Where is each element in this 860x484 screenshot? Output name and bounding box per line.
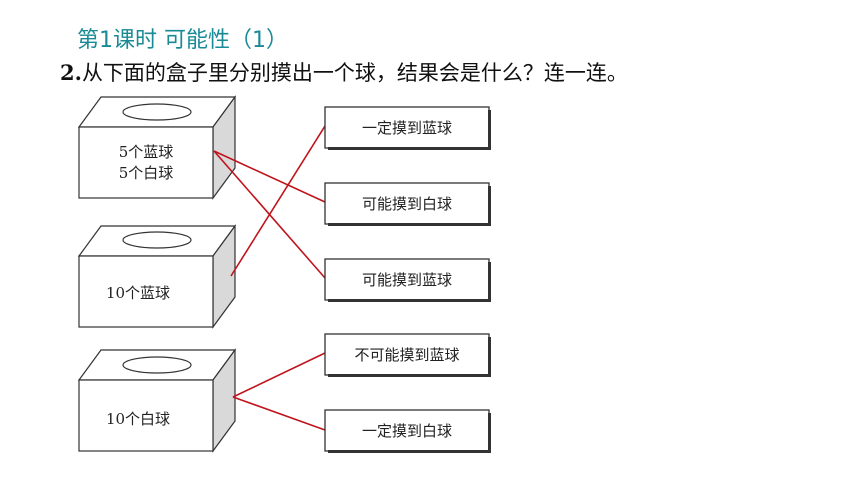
box-label-line: 10个蓝球 xyxy=(106,284,170,302)
box-front xyxy=(78,255,214,328)
question-prompt: 从下面的盒子里分别摸出一个球，结果会是什么？连一连。 xyxy=(81,61,628,85)
connection-line xyxy=(232,396,326,431)
box-label-line: 10个白球 xyxy=(106,410,170,428)
option-box-3: 可能摸到蓝球 xyxy=(324,258,491,302)
option-shadow xyxy=(328,223,491,226)
box-hole xyxy=(122,231,192,249)
option-shadow xyxy=(328,374,491,377)
connection-line xyxy=(230,125,326,277)
box-hole xyxy=(122,103,192,121)
box-label-line: 5个白球 xyxy=(119,164,174,182)
connection-line xyxy=(232,352,326,398)
box-label-line: 5个蓝球 xyxy=(119,143,174,161)
option-shadow xyxy=(488,262,491,302)
option-shadow xyxy=(488,186,491,226)
ball-box-3: 10个白球 xyxy=(77,348,237,453)
connection-line xyxy=(213,150,326,279)
box-hole xyxy=(122,356,192,374)
option-shadow xyxy=(488,110,491,150)
option-label: 可能摸到蓝球 xyxy=(362,271,452,289)
option-label: 不可能摸到蓝球 xyxy=(354,346,459,364)
option-box-5: 一定摸到白球 xyxy=(324,409,491,453)
box-front xyxy=(78,126,214,199)
option-frame xyxy=(324,333,490,376)
option-shadow xyxy=(328,299,491,302)
ball-box-2: 10个蓝球 xyxy=(77,224,237,329)
option-box-2: 可能摸到白球 xyxy=(324,182,491,226)
option-shadow xyxy=(488,413,491,453)
option-label: 可能摸到白球 xyxy=(362,195,452,213)
connection-line xyxy=(213,150,326,203)
option-shadow xyxy=(328,450,491,453)
question-number: 2. xyxy=(60,60,82,85)
option-label: 一定摸到白球 xyxy=(362,422,452,440)
box-front xyxy=(78,379,214,452)
question-text: 2.从下面的盒子里分别摸出一个球，结果会是什么？连一连。 xyxy=(60,57,628,87)
option-shadow xyxy=(488,337,491,377)
option-box-1: 一定摸到蓝球 xyxy=(324,106,491,150)
lesson-title: 第1课时 可能性（1） xyxy=(77,28,288,53)
option-label: 一定摸到蓝球 xyxy=(362,119,452,137)
option-shadow xyxy=(328,147,491,150)
answer-lines xyxy=(213,125,326,431)
ball-box-1: 5个蓝球 5个白球 xyxy=(77,95,237,200)
option-box-4: 不可能摸到蓝球 xyxy=(324,333,491,377)
